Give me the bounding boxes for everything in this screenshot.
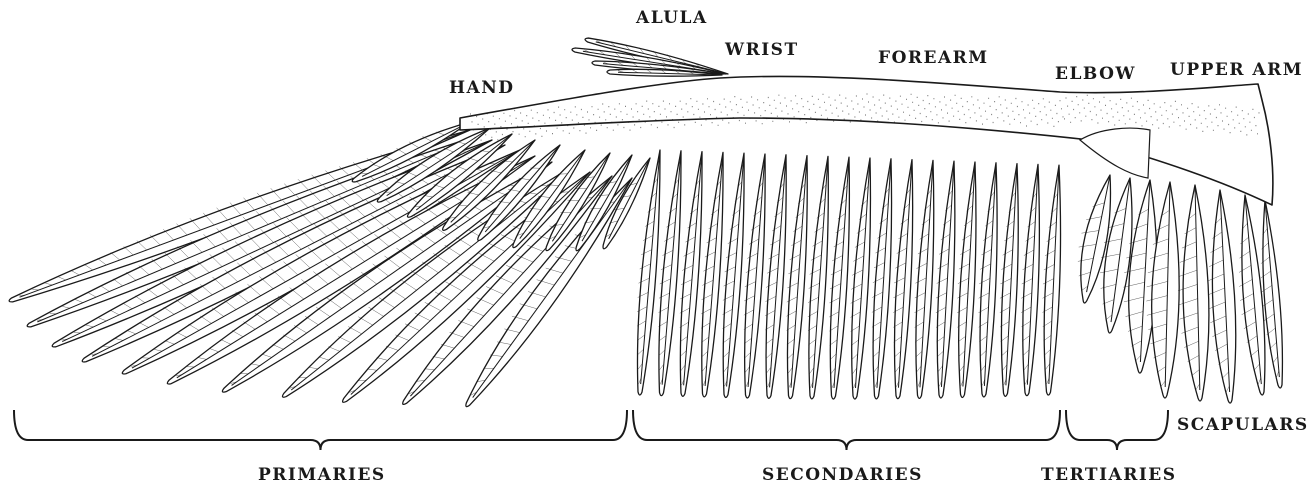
secondary-feather xyxy=(765,155,786,399)
label-upper-arm: UPPER ARM xyxy=(1170,60,1303,80)
secondary-feather xyxy=(936,161,955,398)
label-wrist: WRIST xyxy=(725,40,799,60)
secondary-feather xyxy=(893,160,912,399)
secondary-feather xyxy=(722,153,744,397)
secondary-feather xyxy=(1000,164,1018,397)
alula-feathers xyxy=(572,38,728,76)
label-scapulars: SCAPULARS xyxy=(1177,415,1309,435)
brace-tertiaries xyxy=(1066,410,1168,450)
secondary-feather xyxy=(701,152,723,396)
label-primaries: PRIMARIES xyxy=(258,465,386,485)
secondary-feather xyxy=(637,150,660,395)
feather-vane xyxy=(1023,164,1040,395)
tertiary-feather xyxy=(1178,185,1209,401)
label-tertiaries: TERTIARIES xyxy=(1041,465,1177,485)
secondary-feather xyxy=(851,158,871,399)
brace-primaries xyxy=(14,410,627,450)
tertiary-feathers xyxy=(1078,175,1283,403)
secondary-feather xyxy=(829,157,849,399)
feather-vane xyxy=(1044,165,1060,395)
label-forearm: FOREARM xyxy=(878,48,989,68)
label-alula: ALULA xyxy=(636,8,708,28)
secondary-feather xyxy=(957,162,976,397)
elbow-notch xyxy=(1080,128,1150,178)
secondary-feather xyxy=(787,156,808,399)
secondary-feather xyxy=(744,154,765,398)
brace-secondaries xyxy=(633,410,1060,450)
secondary-feather xyxy=(1021,164,1039,395)
feather-group-braces xyxy=(14,410,1168,450)
tertiary-feather xyxy=(1208,190,1236,403)
secondary-feather xyxy=(808,156,828,398)
feather-vane xyxy=(1212,190,1235,403)
label-secondaries: SECONDARIES xyxy=(762,465,923,485)
secondary-feather xyxy=(1042,165,1060,395)
secondary-feather xyxy=(915,160,934,398)
secondary-feather xyxy=(872,159,892,399)
secondary-feather xyxy=(680,152,702,397)
secondary-feathers xyxy=(637,150,1060,399)
label-hand: HAND xyxy=(449,78,515,98)
tertiary-feather xyxy=(1239,195,1265,395)
label-elbow: ELBOW xyxy=(1055,64,1136,84)
secondary-feather xyxy=(979,163,998,397)
secondary-feather xyxy=(658,151,681,396)
